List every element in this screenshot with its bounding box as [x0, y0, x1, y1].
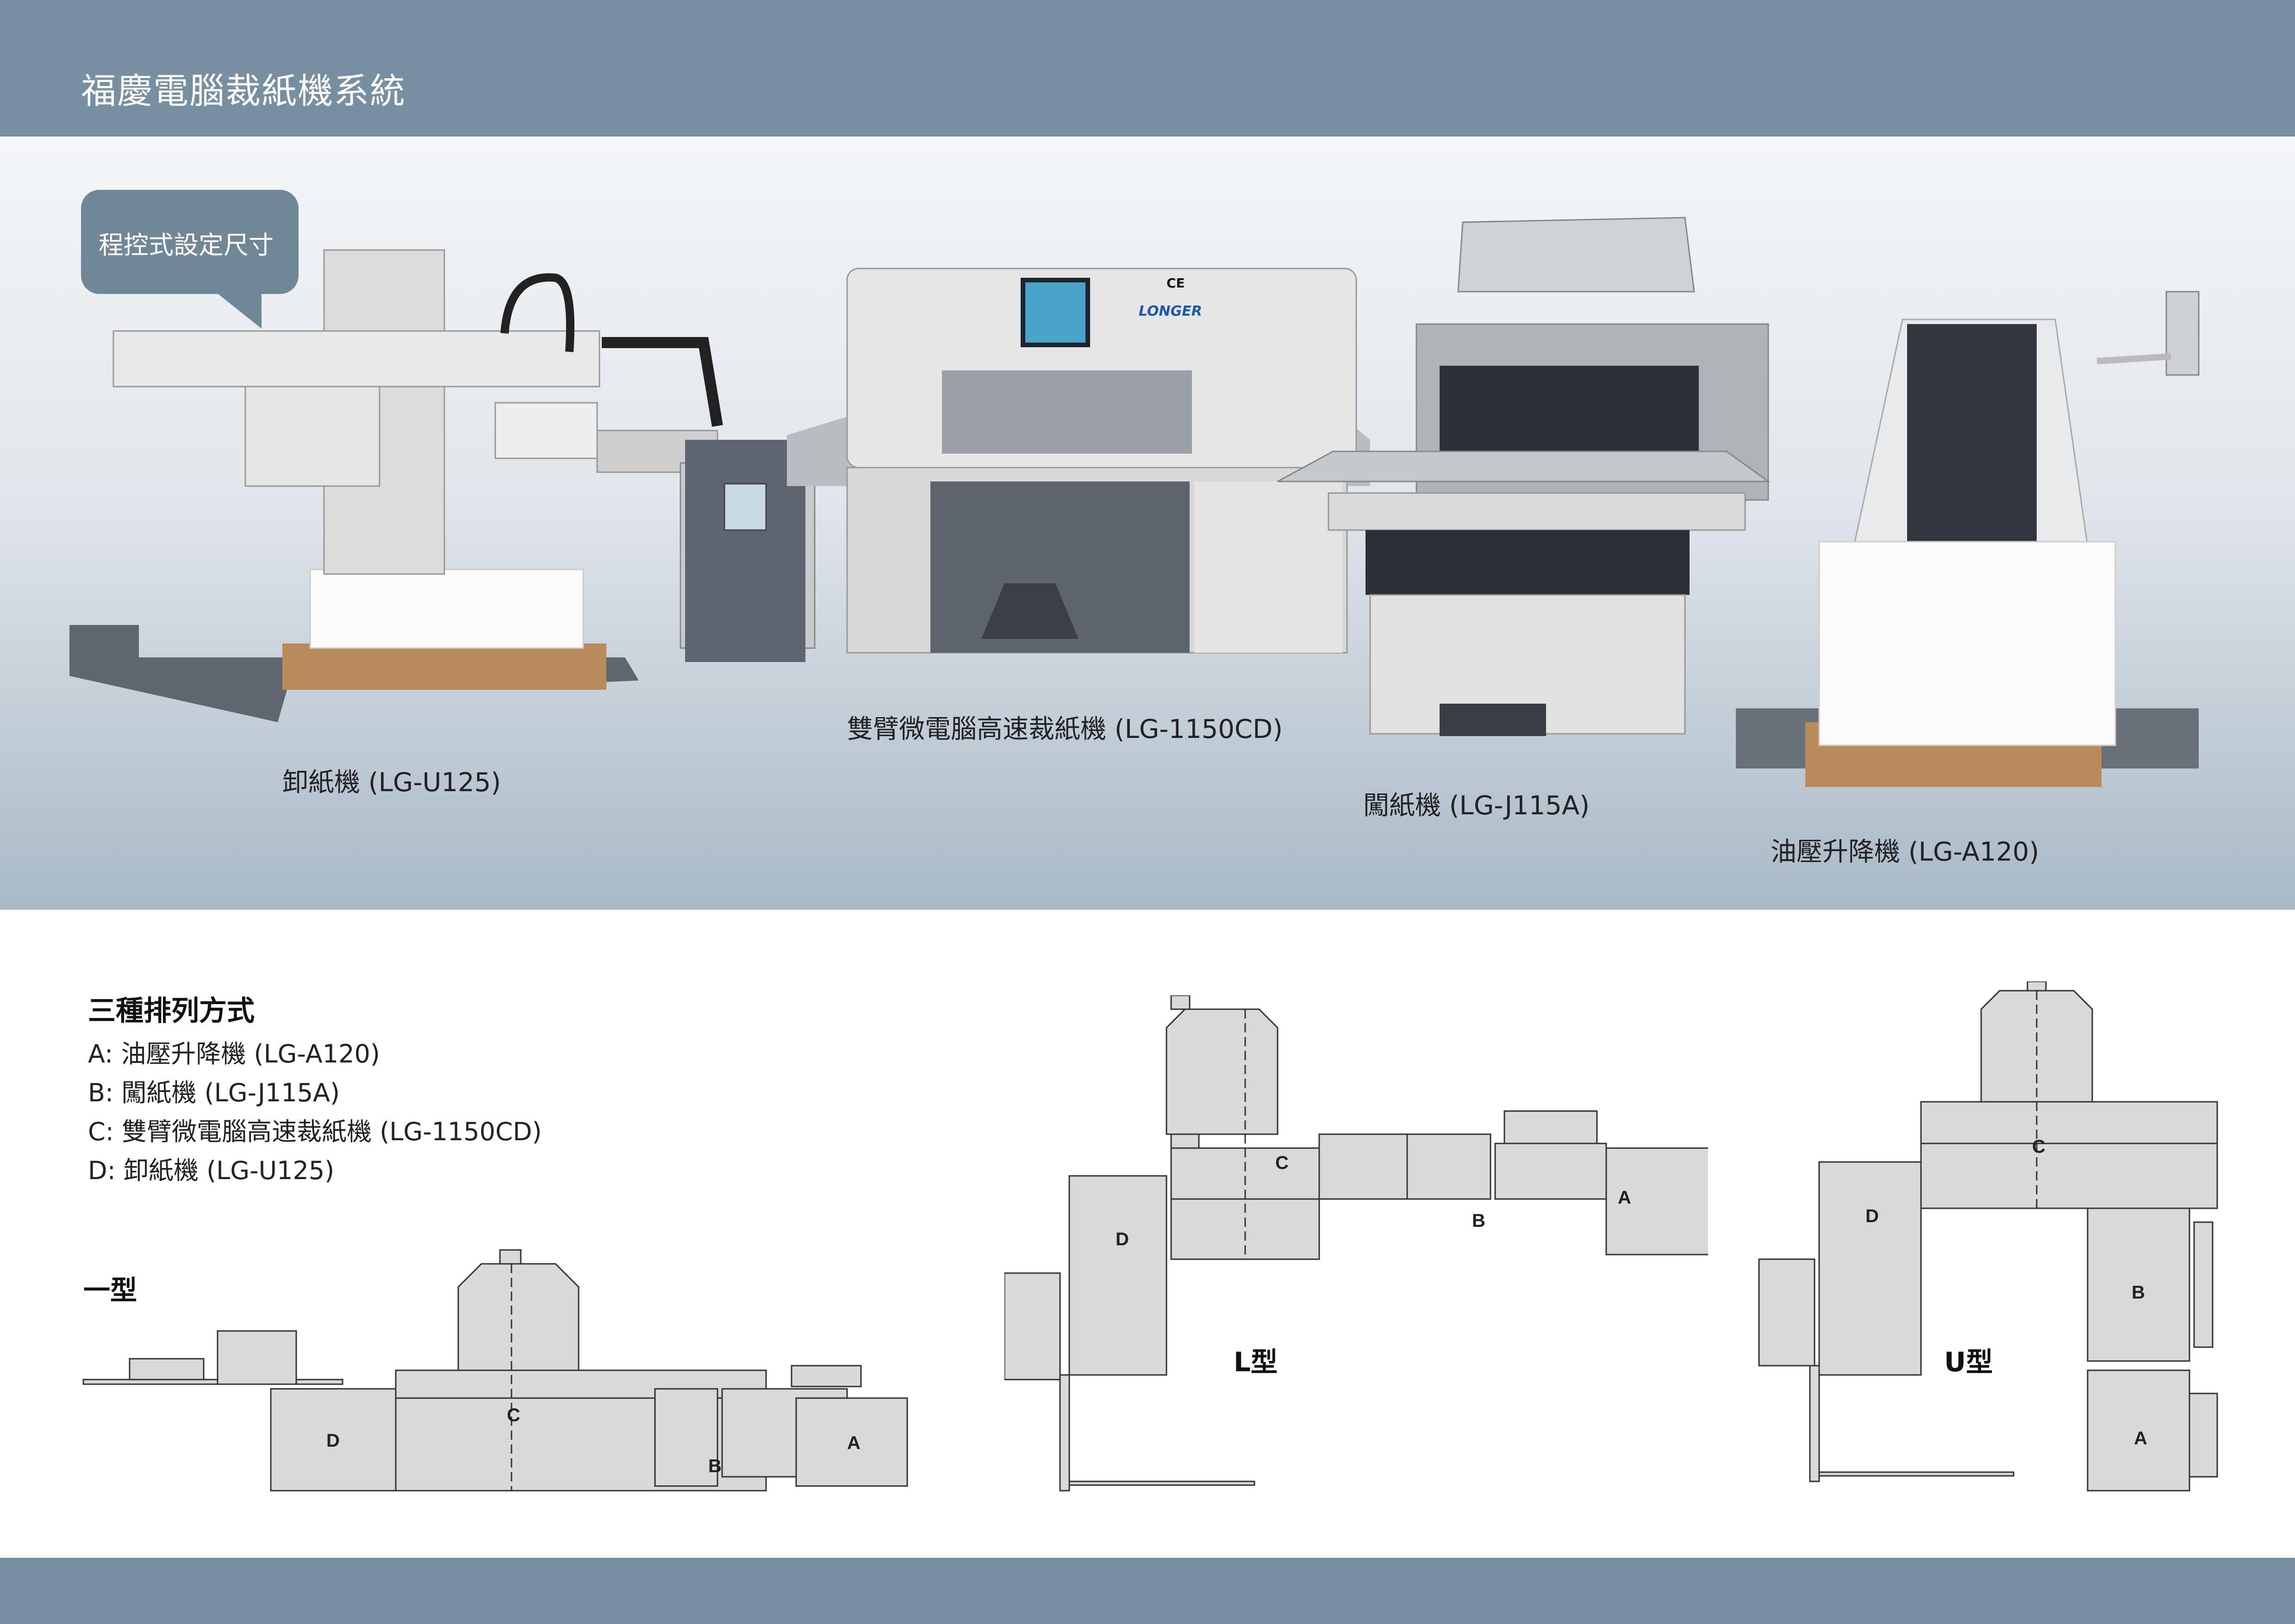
ce-mark-cutter: CE [1166, 275, 1185, 291]
legend-item-a: A: 油壓升降機 (LG-A120) [88, 1039, 380, 1068]
diagram-i-label-a: A [847, 1433, 861, 1453]
unloader-machine-illustration [69, 249, 816, 722]
diagram-i-label-d: D [326, 1430, 340, 1451]
jogger-machine-illustration [1277, 217, 1771, 736]
footer-bar [0, 1558, 2295, 1624]
diagram-l-label-c: C [1275, 1153, 1289, 1173]
diagram-u-label-b: B [2132, 1282, 2145, 1303]
machine-photo-area: LONGER CE [0, 137, 2295, 910]
label-unloader: 卸紙機 (LG-U125) [282, 768, 501, 798]
arrangement-title: 三種排列方式 [88, 995, 255, 1027]
legend-item-c: C: 雙臂微電腦高速裁紙機 (LG-1150CD) [88, 1117, 542, 1146]
callout-tail [215, 292, 262, 329]
legend-item-b: B: 闖紙機 (LG-J115A) [88, 1078, 340, 1107]
machine-illustrations [69, 217, 2200, 787]
callout-text: 程控式設定尺寸 [99, 231, 274, 260]
label-paper-cutter: 雙臂微電腦高速裁紙機 (LG-1150CD) [847, 714, 1283, 744]
header-bar: 福慶電腦裁紙機系統 [0, 0, 2295, 137]
diagram-l-label-a: A [1618, 1187, 1631, 1208]
diagram-l-label-d: D [1116, 1229, 1129, 1249]
hydraulic-lift-illustration [1736, 291, 2200, 787]
diagram-u-label-c: C [2032, 1137, 2046, 1157]
page-title: 福慶電腦裁紙機系統 [81, 70, 406, 112]
diagram-u-label-a: A [2134, 1428, 2147, 1449]
diagram-l-type: C D B A [1004, 995, 1708, 1492]
diagram-i-label-c: C [507, 1405, 520, 1425]
diagram-u-label-d: D [1865, 1206, 1879, 1226]
diagram-u-type: C D B A [1758, 981, 2218, 1492]
diagram-l-label-b: B [1472, 1211, 1485, 1231]
layout-label-u: U型 [1944, 1346, 1993, 1378]
arrangement-legend: A: 油壓升降機 (LG-A120) B: 闖紙機 (LG-J115A) C: … [88, 1035, 542, 1190]
label-jogger: 闖紙機 (LG-J115A) [1363, 791, 1590, 821]
layout-label-i: 一型 [83, 1274, 137, 1306]
diagram-i-label-b: B [708, 1456, 722, 1476]
paper-cutter-illustration [685, 268, 1370, 662]
legend-item-d: D: 卸紙機 (LG-U125) [88, 1156, 335, 1185]
layout-label-l: L型 [1234, 1346, 1278, 1378]
label-hydraulic-lift: 油壓升降機 (LG-A120) [1771, 837, 2039, 867]
callout-bubble: 程控式設定尺寸 [81, 190, 299, 294]
logo-text-cutter: LONGER [1139, 303, 1202, 319]
diagram-i-type: C D B A [82, 1249, 908, 1492]
